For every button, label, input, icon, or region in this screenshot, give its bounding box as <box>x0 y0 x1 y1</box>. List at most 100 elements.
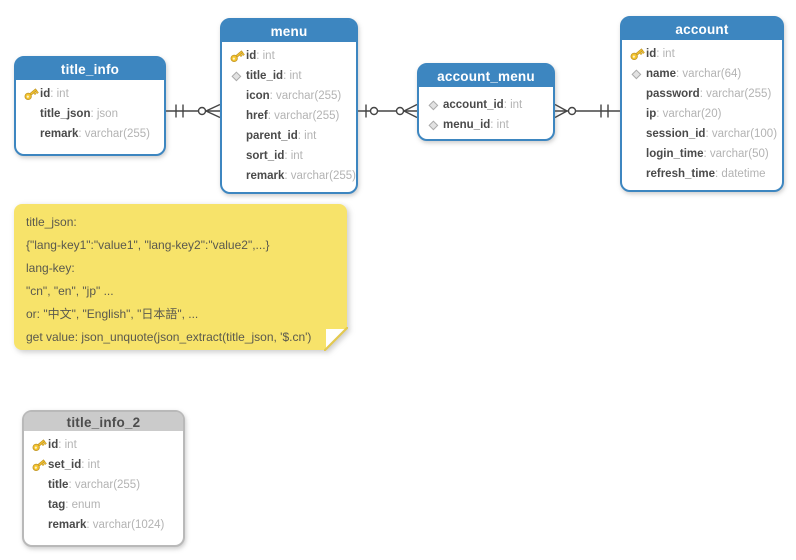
field-row[interactable]: tag: enum <box>29 495 177 515</box>
field-type: : varchar(255) <box>699 88 772 100</box>
field-name: title_json <box>40 108 91 120</box>
field-type: : json <box>90 108 118 120</box>
primary-key-icon <box>29 457 48 473</box>
field-row[interactable]: refresh_time: datetime <box>627 164 776 184</box>
field-type: : varchar(1024) <box>86 519 165 531</box>
field-name: id <box>246 50 257 62</box>
field-type: : datetime <box>715 168 766 180</box>
relationship-menu-account_menu[interactable] <box>358 103 418 119</box>
relationship-title_info-menu[interactable] <box>166 103 221 119</box>
note-fold-corner-icon <box>324 327 348 351</box>
field-name: id <box>48 439 59 451</box>
field-name: sort_id <box>246 150 285 162</box>
field-type: : varchar(100) <box>705 128 778 140</box>
field-name: menu_id <box>443 119 491 131</box>
field-row[interactable]: title_id: int <box>227 66 350 86</box>
table-account-menu-body: account_id: int menu_id: int <box>419 89 553 139</box>
field-name: password <box>646 88 700 100</box>
field-type: : int <box>58 439 77 451</box>
field-name: parent_id <box>246 130 298 142</box>
field-type: : int <box>490 119 509 131</box>
field-row[interactable]: set_id: int <box>29 455 177 475</box>
field-name: refresh_time <box>646 168 716 180</box>
field-type: : int <box>656 48 675 60</box>
field-type: : int <box>283 70 302 82</box>
field-name: session_id <box>646 128 706 140</box>
field-row[interactable]: remark: varchar(255) <box>227 166 356 186</box>
table-account-header[interactable]: account <box>622 18 782 42</box>
field-row[interactable]: id: int <box>227 46 350 66</box>
field-type: : enum <box>65 499 101 511</box>
table-account-menu[interactable]: account_menu account_id: int menu_id: in… <box>417 63 555 141</box>
table-account-menu-header[interactable]: account_menu <box>419 65 553 89</box>
field-name: id <box>40 88 51 100</box>
field-type: : varchar(255) <box>68 479 141 491</box>
field-name: remark <box>246 170 285 182</box>
field-type: : varchar(255) <box>284 170 356 182</box>
field-name: remark <box>40 128 79 140</box>
note-line: {"lang-key1":"value1", "lang-key2":"valu… <box>26 238 270 252</box>
field-row[interactable]: parent_id: int <box>227 126 350 146</box>
field-row[interactable]: session_id: varchar(100) <box>627 124 778 144</box>
primary-key-icon <box>627 46 646 62</box>
table-account[interactable]: account id: int name: varchar(64) passwo… <box>620 16 784 192</box>
field-name: tag <box>48 499 66 511</box>
field-name: title_id <box>246 70 284 82</box>
field-type: : int <box>256 50 275 62</box>
field-row[interactable]: sort_id: int <box>227 146 350 166</box>
primary-key-icon <box>29 437 48 453</box>
note-line: "cn", "en", "jp" ... <box>26 284 114 298</box>
field-type: : varchar(64) <box>676 68 742 80</box>
field-type: : int <box>297 130 317 142</box>
field-name: set_id <box>48 459 82 471</box>
field-name: href <box>246 110 268 122</box>
field-row[interactable]: remark: varchar(255) <box>21 124 158 144</box>
field-name: id <box>646 48 657 60</box>
field-row[interactable]: title_json: json <box>21 104 158 124</box>
table-title-info[interactable]: title_info id: int title_json: json rema… <box>14 56 166 156</box>
field-type: : varchar(255) <box>267 110 340 122</box>
field-type: : int <box>284 150 303 162</box>
field-name: account_id <box>443 99 504 111</box>
table-title-info-2[interactable]: title_info_2 id: int set_id: int title: … <box>22 410 185 547</box>
field-row[interactable]: id: int <box>29 435 177 455</box>
field-row[interactable]: name: varchar(64) <box>627 64 776 84</box>
field-row[interactable]: login_time: varchar(50) <box>627 144 776 164</box>
foreign-key-icon <box>424 120 443 131</box>
foreign-key-icon <box>627 69 646 80</box>
sticky-note-body: title_json: {"lang-key1":"value1", "lang… <box>14 204 347 350</box>
field-type: : int <box>81 459 100 471</box>
table-menu[interactable]: menu id: int title_id: int icon: varchar… <box>220 18 358 194</box>
relationship-account_menu-account[interactable] <box>554 103 620 119</box>
note-line: lang-key: <box>26 261 75 275</box>
field-row[interactable]: menu_id: int <box>424 115 547 135</box>
field-name: ip <box>646 108 657 120</box>
field-row[interactable]: href: varchar(255) <box>227 106 350 126</box>
field-type: : int <box>503 99 523 111</box>
field-type: : varchar(255) <box>269 90 342 102</box>
field-row[interactable]: id: int <box>21 84 158 104</box>
field-row[interactable]: remark: varchar(1024) <box>29 515 177 535</box>
note-line: title_json: <box>26 215 77 229</box>
field-row[interactable]: account_id: int <box>424 95 547 115</box>
field-name: name <box>646 68 677 80</box>
primary-key-icon <box>227 48 246 64</box>
primary-key-icon <box>21 86 40 102</box>
table-title-info-header[interactable]: title_info <box>16 58 164 82</box>
foreign-key-icon <box>424 100 443 111</box>
note-line: or: "中文", "English", "日本語", ... <box>26 307 199 321</box>
field-type: : varchar(255) <box>78 128 150 140</box>
field-row[interactable]: icon: varchar(255) <box>227 86 350 106</box>
field-type: : varchar(50) <box>703 148 769 160</box>
field-row[interactable]: password: varchar(255) <box>627 84 776 104</box>
foreign-key-icon <box>227 71 246 82</box>
field-type: : int <box>50 88 69 100</box>
field-row[interactable]: ip: varchar(20) <box>627 104 776 124</box>
sticky-note[interactable]: title_json: {"lang-key1":"value1", "lang… <box>14 204 348 351</box>
table-title-info-2-header[interactable]: title_info_2 <box>24 412 183 433</box>
table-title-info-body: id: int title_json: json remark: varchar… <box>16 82 164 154</box>
field-row[interactable]: id: int <box>627 44 776 64</box>
table-menu-header[interactable]: menu <box>222 20 356 44</box>
field-row[interactable]: title: varchar(255) <box>29 475 177 495</box>
